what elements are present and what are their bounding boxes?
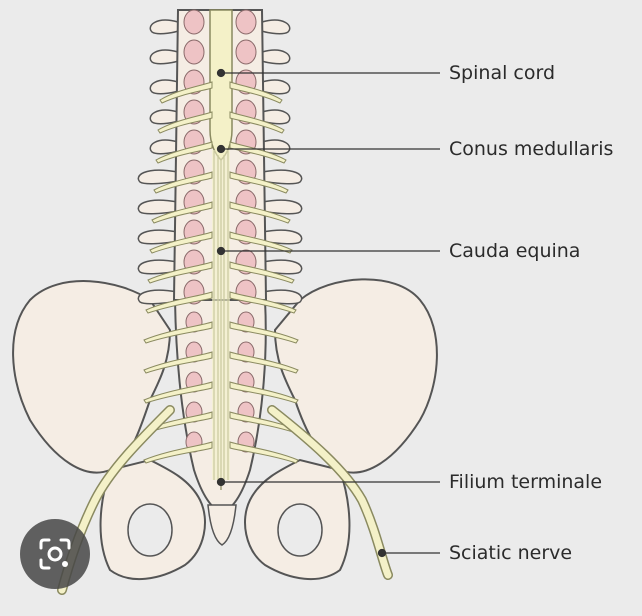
nerve-root [229, 141, 287, 164]
nerve-root [229, 201, 291, 224]
nerve-root [155, 141, 213, 164]
transverse-process [259, 49, 291, 65]
cauda-equina-bundle [212, 150, 230, 480]
right-ilium [273, 278, 438, 474]
vertebral-processes [137, 19, 303, 305]
transverse-process [149, 19, 181, 35]
transverse-process [149, 49, 181, 65]
nerve-root [151, 201, 213, 224]
nerve-root [229, 441, 299, 464]
nerve-root [159, 81, 213, 104]
label-sciatic-nerve: Sciatic nerve [449, 542, 573, 564]
nerve-root [143, 351, 213, 374]
vertebral-body [235, 39, 257, 65]
nerve-root [229, 171, 289, 194]
left-obturator [127, 503, 173, 557]
nerve-root [229, 351, 299, 374]
nerve-root [145, 291, 213, 314]
label-filium-terminale: Filium terminale [449, 471, 603, 493]
anchor-conus-medullaris [216, 144, 226, 154]
nerve-root [229, 81, 283, 104]
label-cauda-equina: Cauda equina [449, 240, 581, 262]
transverse-process [259, 19, 291, 35]
anchor-filium-terminale [216, 477, 226, 487]
nerve-root [157, 111, 213, 134]
google-lens-button[interactable] [20, 519, 90, 589]
vertebral-body [183, 9, 205, 35]
nerve-root [229, 291, 297, 314]
label-conus-medullaris: Conus medullaris [449, 138, 614, 160]
nerve-root [143, 441, 213, 464]
nerve-root [153, 171, 213, 194]
google-lens-icon [39, 538, 71, 570]
nerve-root [143, 321, 213, 344]
nerve-root [143, 381, 213, 404]
nerve-root [149, 231, 213, 254]
anchor-sciatic-nerve [377, 548, 387, 558]
transverse-process [149, 79, 181, 95]
nerve-root [229, 261, 295, 284]
leader-lines [216, 68, 440, 558]
coccyx [207, 504, 237, 546]
right-obturator [277, 503, 323, 557]
vertebral-body [183, 39, 205, 65]
spinal-cord [209, 9, 233, 162]
vertebral-body [235, 9, 257, 35]
transverse-process [137, 169, 181, 185]
nerve-root [229, 111, 285, 134]
nerve-root [229, 381, 299, 404]
anchor-spinal-cord [216, 68, 226, 78]
nerve-root [229, 321, 299, 344]
label-spinal-cord: Spinal cord [449, 62, 556, 84]
anchor-cauda-equina [216, 246, 226, 256]
nerve-roots [143, 81, 299, 464]
nerve-root [147, 261, 213, 284]
